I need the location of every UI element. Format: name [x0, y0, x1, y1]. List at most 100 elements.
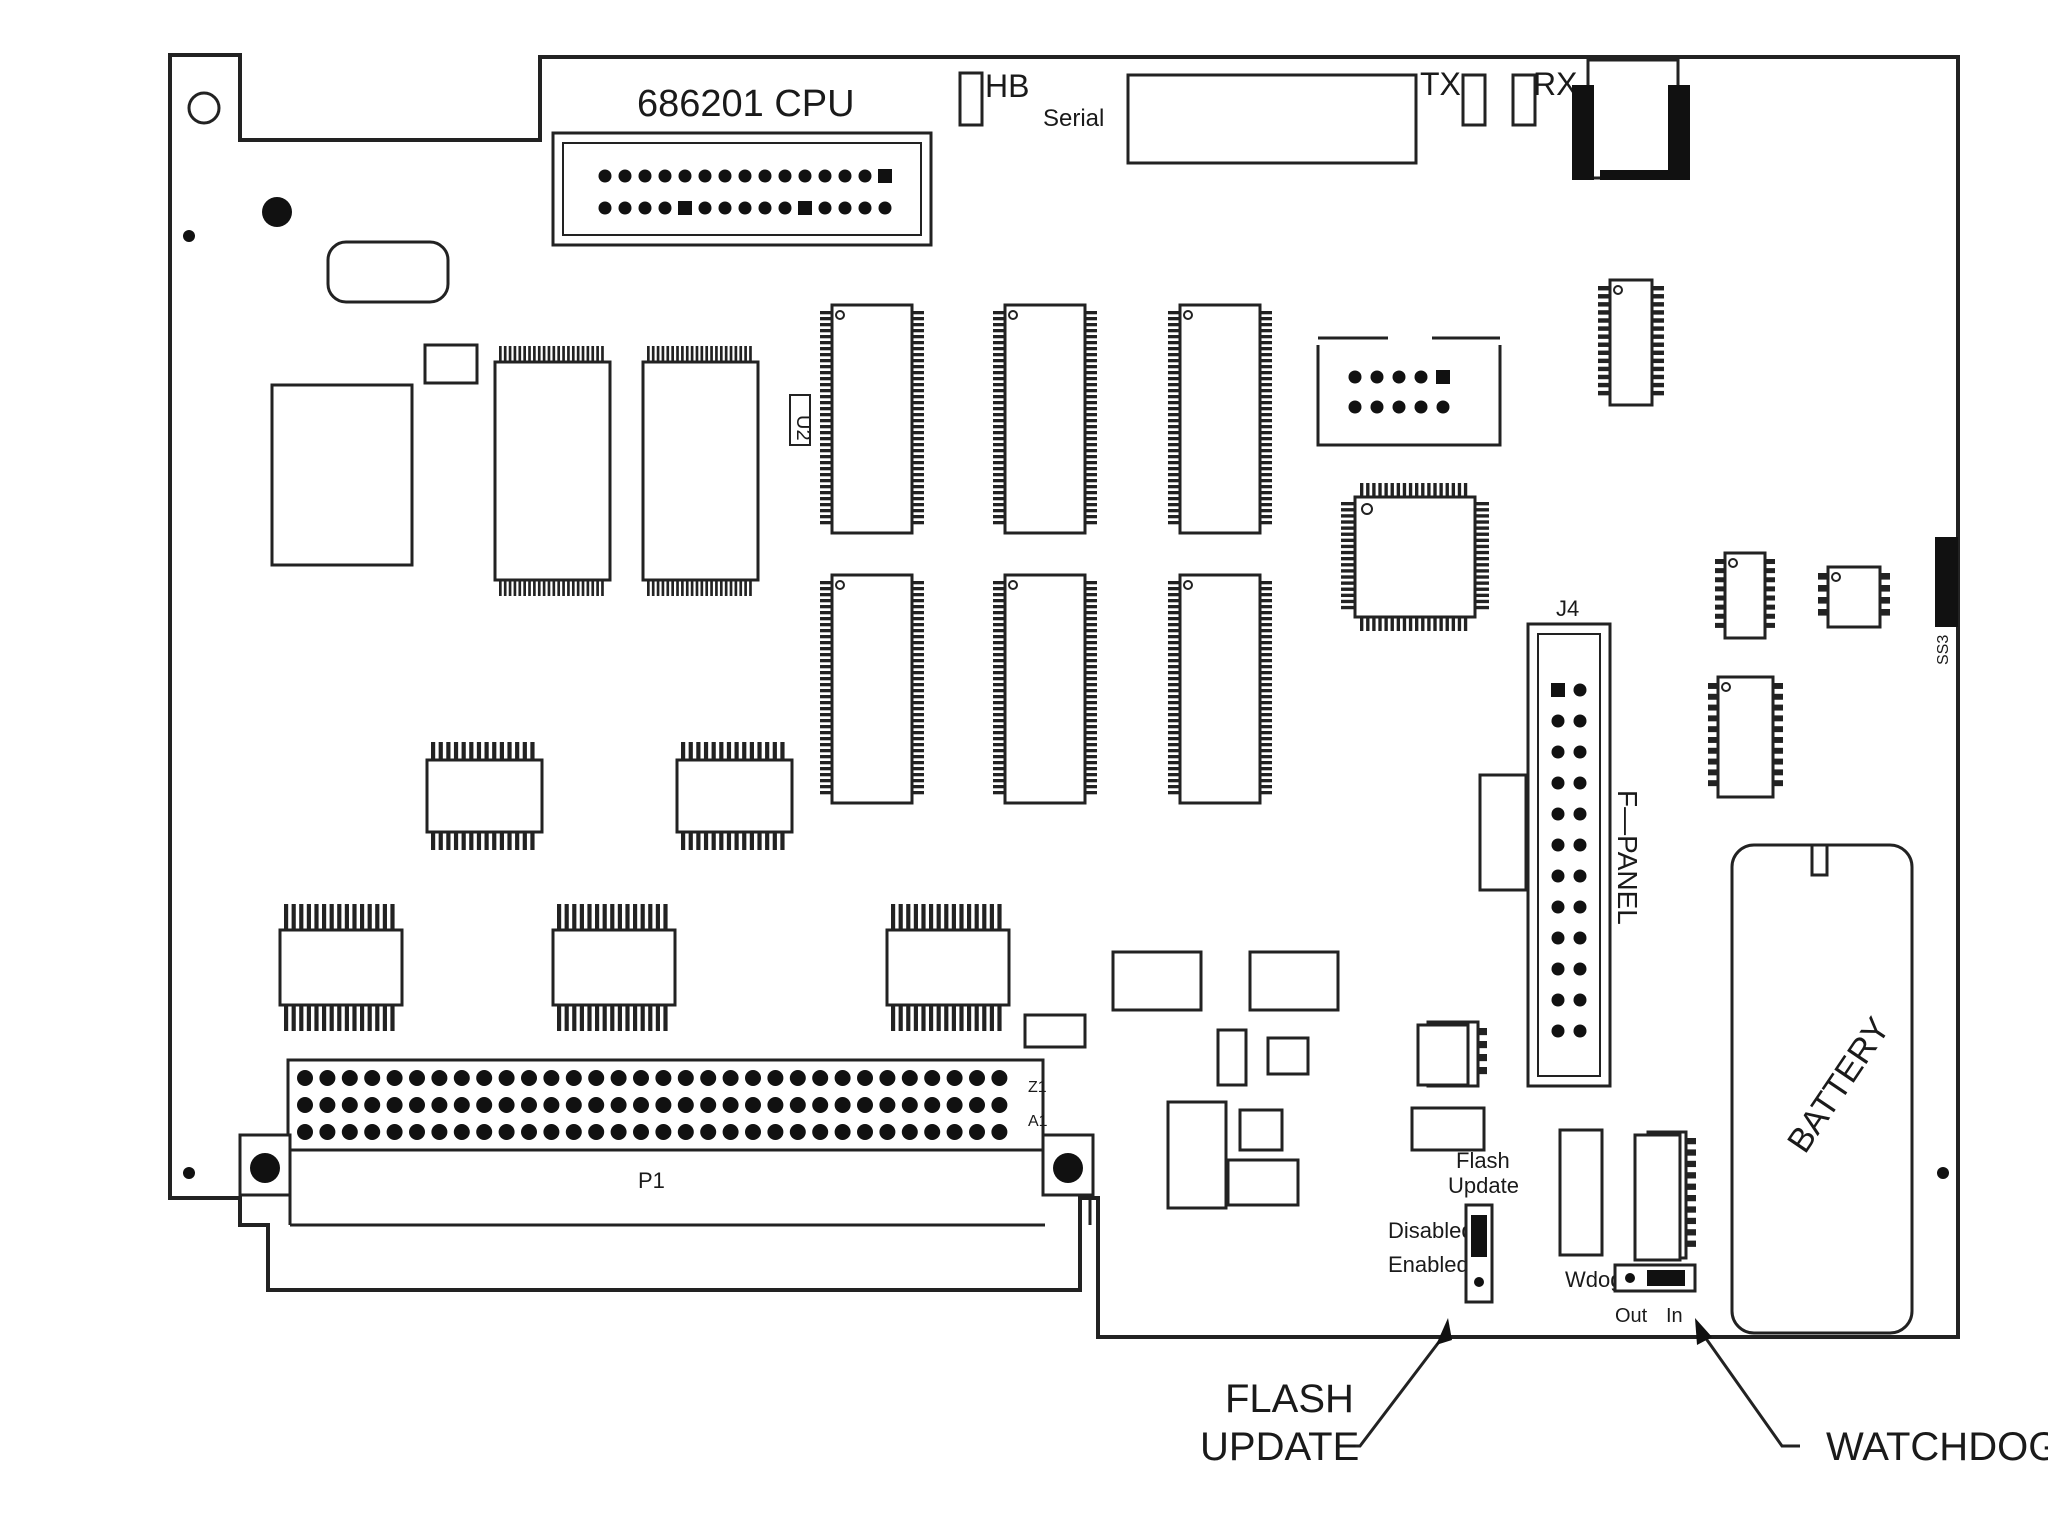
chip-pin: [461, 742, 466, 760]
chip-pin: [1168, 707, 1180, 711]
chip-pin: [1260, 395, 1272, 399]
chip-pin: [579, 904, 584, 930]
connector-pin: [991, 1070, 1008, 1086]
header-pin: [878, 169, 892, 183]
chip-pin: [1260, 665, 1272, 669]
chip-pin: [1085, 731, 1097, 735]
chip-pin: [1168, 509, 1180, 513]
connector-pin: [722, 1124, 739, 1140]
chip-pin: [1260, 371, 1272, 375]
chip-pin: [1260, 413, 1272, 417]
pin1-marker: [1183, 310, 1193, 320]
chip-pin: [1765, 586, 1775, 592]
chip-pin: [1085, 491, 1097, 495]
chip-pin: [1341, 538, 1355, 543]
chip-pin: [1260, 653, 1272, 657]
chip-pin: [944, 1005, 949, 1031]
chip-pin: [820, 635, 832, 639]
chip-pin: [1598, 334, 1610, 339]
chip-pin: [695, 580, 699, 596]
chip-pin: [1765, 613, 1775, 619]
chip-pin: [1168, 641, 1180, 645]
cpu-label: 686201 CPU: [637, 83, 855, 125]
chip-pin: [912, 611, 924, 615]
header-pin: [758, 169, 772, 183]
chip-pin: [820, 725, 832, 729]
chip-pin: [1260, 389, 1272, 393]
chip-pin: [382, 904, 387, 930]
chip-pin: [820, 383, 832, 387]
chip-pin: [993, 383, 1005, 387]
f-panel-label: F—PANEL: [1612, 790, 1643, 925]
chip-pin: [1475, 581, 1489, 585]
connector-pin: [745, 1070, 761, 1086]
chip-pin: [1433, 617, 1437, 631]
chip-pin: [1168, 677, 1180, 681]
chip-pin: [742, 742, 747, 760]
chip-pin: [993, 581, 1005, 585]
chip-pin: [912, 401, 924, 405]
chip-pin: [1260, 713, 1272, 717]
chip-pin: [1765, 622, 1775, 628]
chip-pin: [820, 749, 832, 753]
j4-pins: [1551, 683, 1587, 1038]
chip-pin: [1260, 401, 1272, 405]
chip-pin: [1475, 520, 1489, 524]
chip-pin: [537, 580, 541, 596]
lower-mid-components: [1023, 950, 1682, 1262]
chip-pin: [431, 742, 436, 760]
chip-pin: [1168, 497, 1180, 501]
chip-pin: [610, 1005, 615, 1031]
chip-pin: [1085, 341, 1097, 345]
chip-pin: [1085, 629, 1097, 633]
chip-pin: [528, 580, 531, 596]
chip-pin: [571, 346, 575, 362]
soic-chip: [1598, 278, 1664, 407]
chip-pin: [1085, 749, 1097, 753]
chip-pin: [820, 509, 832, 513]
chip-pin: [567, 346, 570, 362]
chip-pin: [1260, 497, 1272, 501]
chip-pin: [681, 580, 684, 596]
chip-pin: [1457, 617, 1462, 631]
chip-pin: [912, 455, 924, 459]
chip-pin: [921, 1005, 926, 1031]
chip-pin: [1260, 449, 1272, 453]
chip-pin: [820, 719, 832, 723]
connector-pin: [431, 1097, 448, 1113]
chip-pin: [993, 509, 1005, 513]
connector-pin: [722, 1070, 739, 1086]
chip-body: [1716, 675, 1775, 799]
chip-pin: [1168, 359, 1180, 363]
header-pin: [838, 169, 852, 183]
chip-pin: [1168, 371, 1180, 375]
chip-pin: [1168, 755, 1180, 759]
chip-pin: [1708, 737, 1718, 743]
chip-pin: [596, 580, 599, 596]
chip-pin: [912, 491, 924, 495]
chip-pin: [1260, 683, 1272, 687]
chip-pin: [912, 659, 924, 663]
pin1-marker: [1008, 310, 1018, 320]
chip-pin: [1463, 617, 1468, 631]
chip-pin: [1880, 585, 1890, 592]
chip-pin: [993, 431, 1005, 435]
connector-pin: [767, 1124, 784, 1140]
chip-pin: [1260, 311, 1272, 315]
chip-pin: [1765, 577, 1775, 583]
chip-pin: [1085, 617, 1097, 621]
chip-pin: [1773, 737, 1783, 743]
chip-pin: [993, 599, 1005, 603]
chip-pin: [1085, 401, 1097, 405]
chip-pin: [1085, 641, 1097, 645]
chip-pin: [749, 832, 754, 850]
chip-pin: [469, 832, 474, 850]
chip-pin: [820, 467, 832, 471]
chip-pin: [284, 904, 289, 930]
chip-pin: [993, 785, 1005, 789]
chip-pin: [820, 353, 832, 357]
chip-pin: [912, 671, 924, 675]
chip-pin: [1260, 431, 1272, 435]
chip-pin: [1260, 785, 1272, 789]
chip-pin: [1652, 294, 1664, 299]
